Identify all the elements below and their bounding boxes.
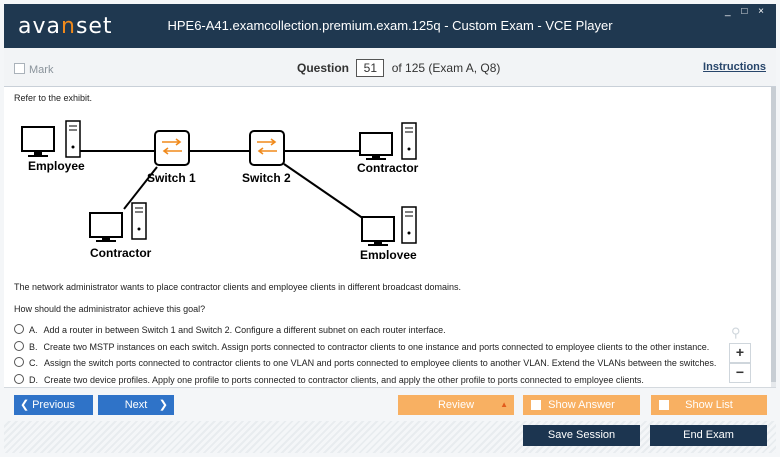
network-exhibit: Employee Switch 1 Switch 2 xyxy=(21,120,419,259)
navigation-bar: ❮Previous Next❯ Review▲ Show Answer Show… xyxy=(4,387,776,421)
avanset-logo: avanset xyxy=(18,14,113,39)
radio-icon[interactable] xyxy=(14,357,24,367)
bottom-bar: Save Session End Exam xyxy=(4,421,776,453)
magnifier-icon: ⚲ xyxy=(731,325,741,340)
window-title: HPE6-A41.examcollection.premium.exam.125… xyxy=(167,18,613,33)
question-content: Refer to the exhibit. Employee xyxy=(4,87,776,387)
end-exam-button[interactable]: End Exam xyxy=(650,425,767,446)
scrollbar-thumb[interactable] xyxy=(771,87,776,382)
window-controls[interactable]: _ □ × xyxy=(725,6,768,17)
connection-lines xyxy=(74,150,365,220)
contractor-right-label: Contractor xyxy=(357,161,419,175)
radio-icon[interactable] xyxy=(14,374,24,384)
question-label: Question xyxy=(297,61,350,75)
radio-icon[interactable] xyxy=(14,341,24,351)
employee-left-label: Employee xyxy=(28,159,85,173)
checkbox-icon[interactable] xyxy=(659,400,669,410)
radio-icon[interactable] xyxy=(14,324,24,334)
mark-checkbox[interactable]: Mark xyxy=(14,63,53,76)
chevron-left-icon: ❮ xyxy=(20,399,30,411)
content-scrollbar[interactable] xyxy=(771,87,776,387)
zoom-out-button[interactable]: − xyxy=(729,363,751,383)
mark-label: Mark xyxy=(29,64,54,76)
question-text: How should the administrator achieve thi… xyxy=(14,304,206,314)
checkbox-icon[interactable] xyxy=(531,400,541,410)
employee-right-computer-icon xyxy=(361,206,417,246)
save-session-button[interactable]: Save Session xyxy=(523,425,640,446)
next-button[interactable]: Next❯ xyxy=(98,395,174,415)
switch2-icon xyxy=(249,130,285,166)
show-answer-button[interactable]: Show Answer xyxy=(523,395,640,415)
question-header: Mark Question 51 of 125 (Exam A, Q8) Ins… xyxy=(4,48,776,87)
answer-option-b[interactable]: B.Create two MSTP instances on each swit… xyxy=(14,341,709,352)
checkbox-icon[interactable] xyxy=(14,63,25,74)
answer-option-d[interactable]: D.Create two device profiles. Apply one … xyxy=(14,374,644,385)
instructions-link[interactable]: Instructions xyxy=(703,61,766,73)
question-navigator: Question 51 of 125 (Exam A, Q8) xyxy=(297,59,500,77)
question-statement: The network administrator wants to place… xyxy=(14,282,462,292)
question-number-input[interactable]: 51 xyxy=(356,59,385,77)
contractor-right-computer-icon xyxy=(359,122,417,160)
employee-left-computer-icon xyxy=(21,120,81,158)
contractor-left-label: Contractor xyxy=(90,246,152,259)
zoom-in-button[interactable]: + xyxy=(729,343,751,363)
title-bar: avanset HPE6-A41.examcollection.premium.… xyxy=(4,4,776,48)
answer-option-c[interactable]: C.Assign the switch ports connected to c… xyxy=(14,357,716,368)
review-button[interactable]: Review▲ xyxy=(398,395,514,415)
switch1-label: Switch 1 xyxy=(147,171,196,185)
switch2-label: Switch 2 xyxy=(242,171,291,185)
question-total: of 125 (Exam A, Q8) xyxy=(391,61,501,75)
employee-right-label: Employee xyxy=(360,248,417,259)
chevron-right-icon: ❯ xyxy=(158,399,168,411)
switch1-icon xyxy=(154,130,190,166)
contractor-left-computer-icon xyxy=(89,202,147,242)
answer-option-a[interactable]: A.Add a router in between Switch 1 and S… xyxy=(14,324,446,335)
caret-up-icon: ▲ xyxy=(500,400,508,409)
previous-button[interactable]: ❮Previous xyxy=(14,395,93,415)
refer-text: Refer to the exhibit. xyxy=(14,93,93,103)
show-list-button[interactable]: Show List xyxy=(651,395,767,415)
